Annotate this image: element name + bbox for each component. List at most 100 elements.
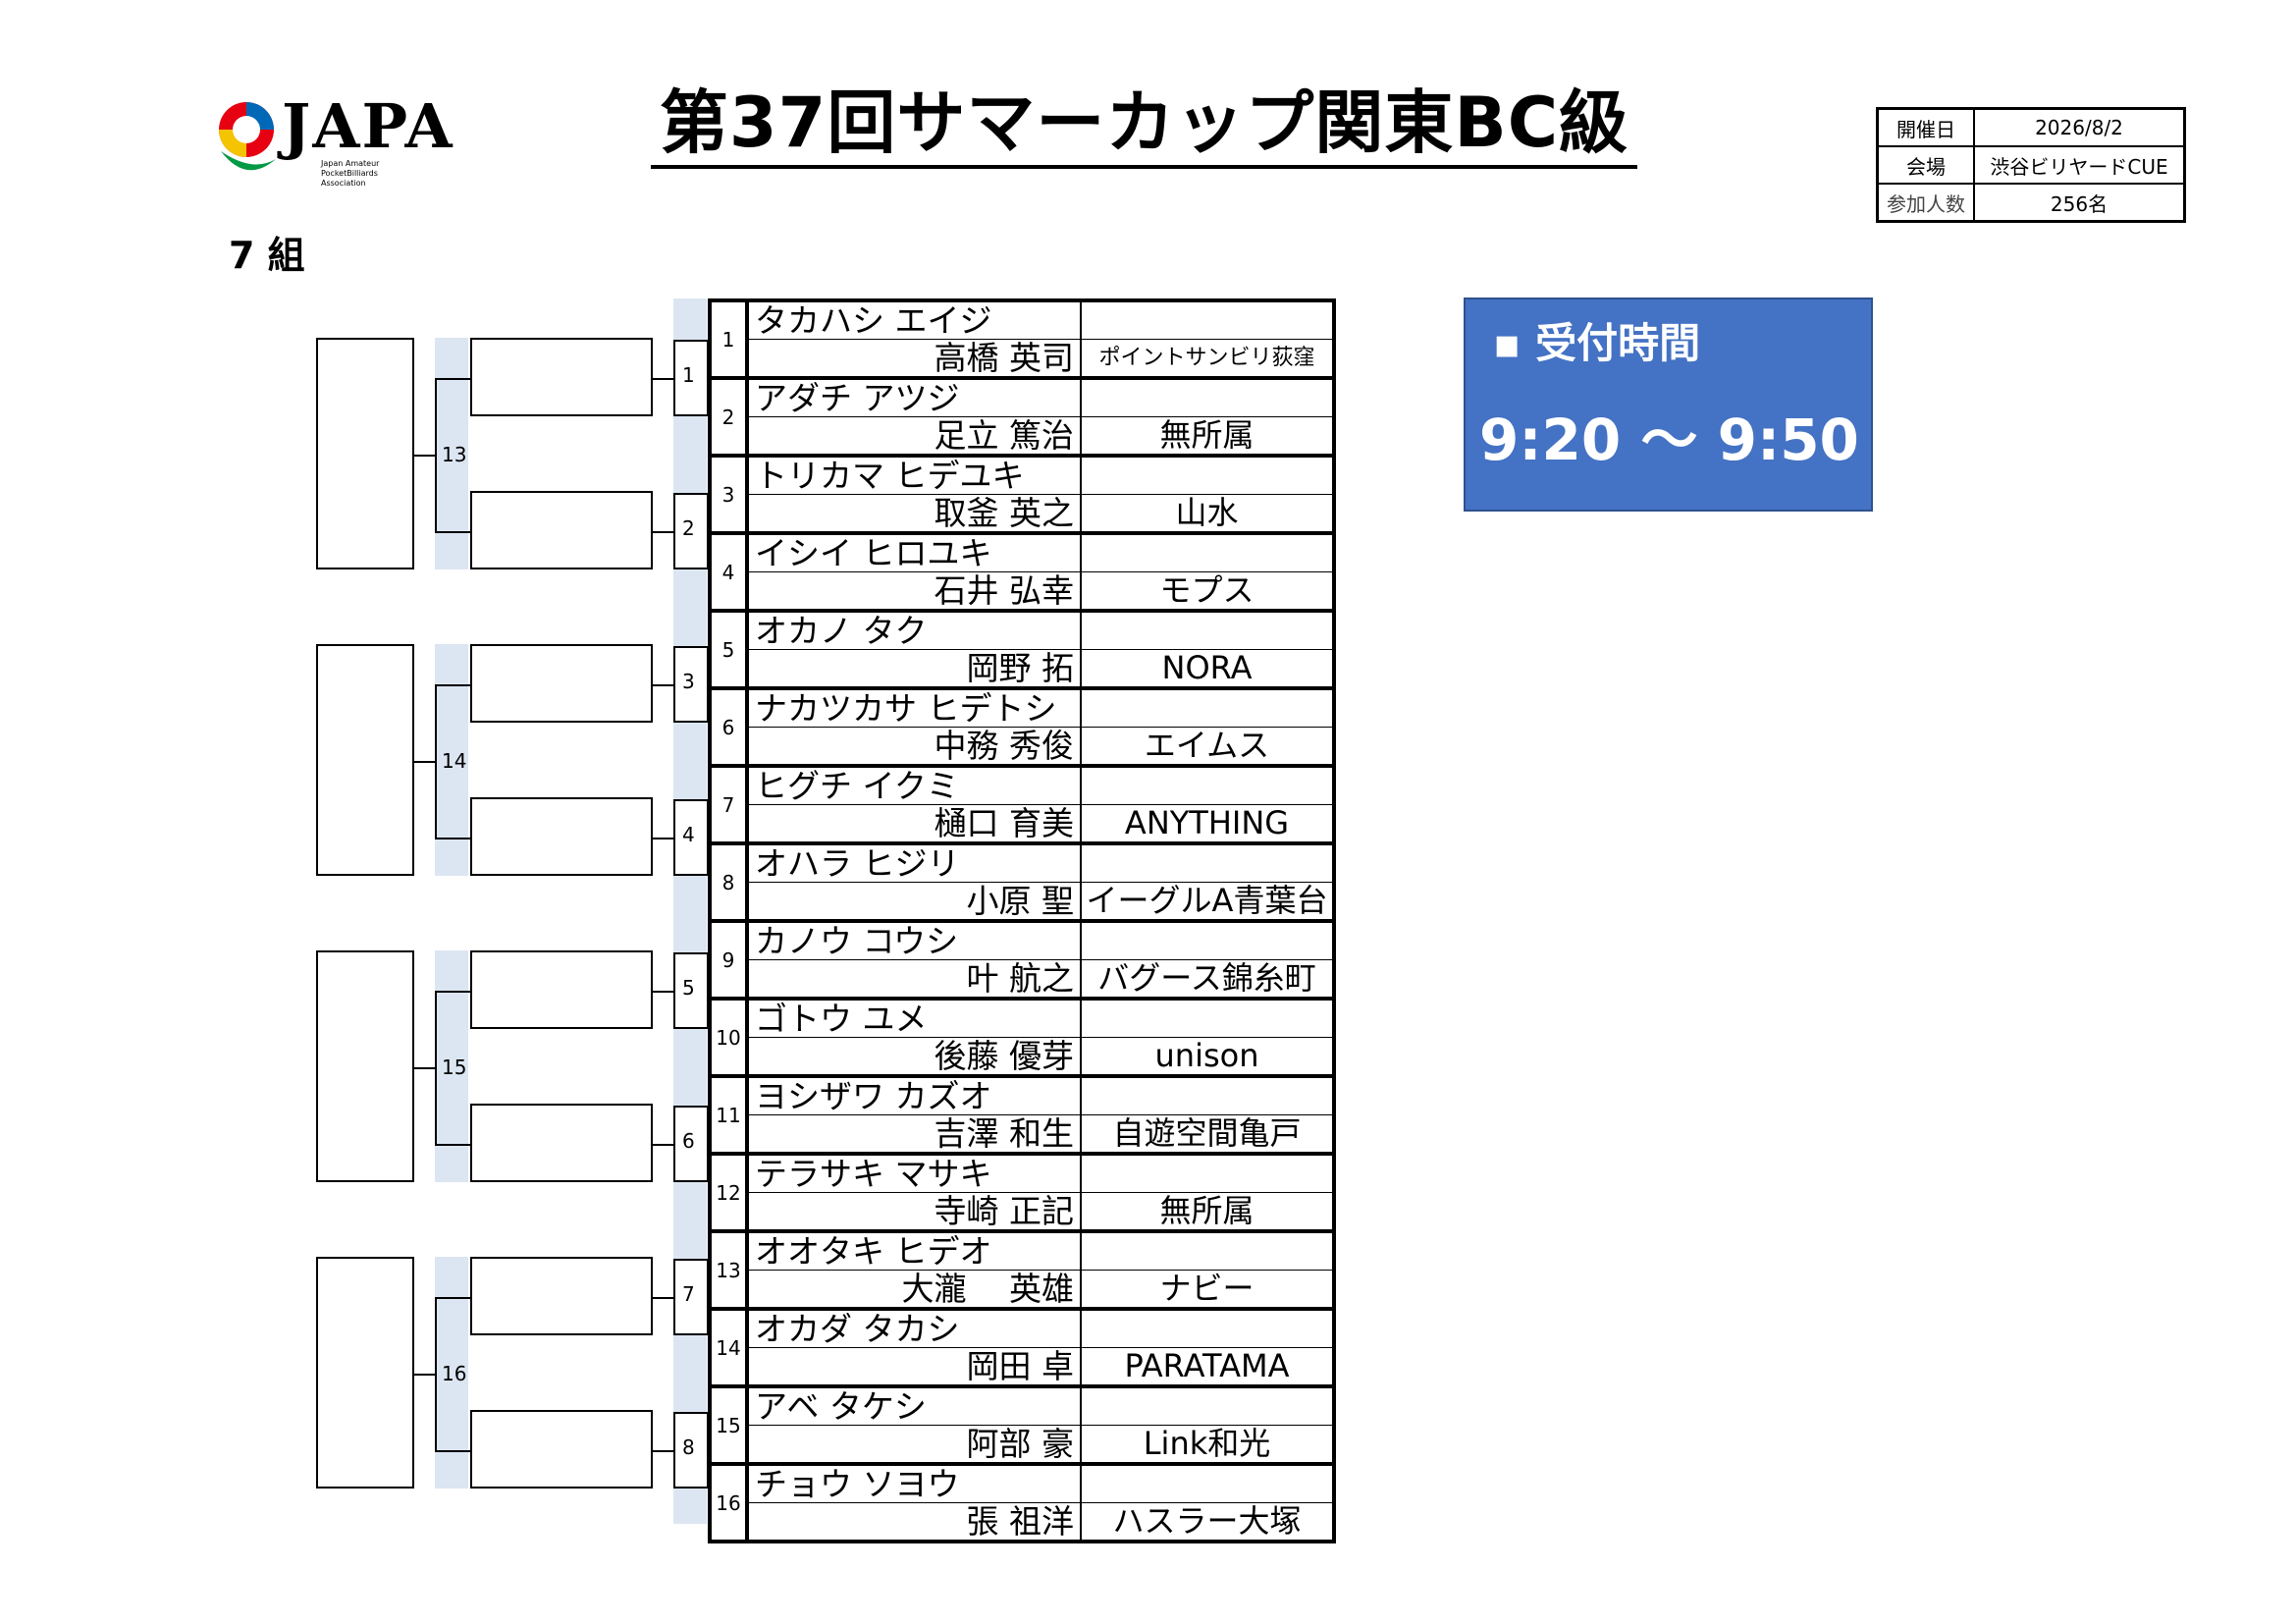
club-cell-empty — [1081, 378, 1334, 417]
entrant-number: 2 — [710, 378, 749, 458]
entrant-kana: ナカツカサ ヒデトシ — [747, 688, 1082, 728]
bracket-connector — [435, 838, 470, 839]
entrant-number: 15 — [710, 1386, 749, 1466]
round3-number: 15 — [442, 1056, 467, 1079]
reception-label: ▪ 受付時間 — [1493, 319, 1701, 367]
entrant-club: 無所属 — [1081, 416, 1334, 458]
bracket-connector — [435, 684, 437, 839]
entrant-name: 叶 航之 — [747, 959, 1082, 1001]
bracket-connector — [435, 684, 470, 686]
club-cell-empty — [1081, 843, 1334, 883]
club-cell-empty — [1081, 1309, 1334, 1348]
reception-time-box: ▪ 受付時間 9:20 〜 9:50 — [1464, 298, 1873, 512]
entrant-kana: チョウ ソヨウ — [747, 1464, 1082, 1503]
entrant-name: 小原 聖 — [747, 882, 1082, 923]
entrant-club: モプス — [1081, 571, 1334, 613]
round1-match-box — [673, 1412, 709, 1489]
club-cell-empty — [1081, 766, 1334, 805]
bracket-connector — [653, 1144, 673, 1146]
entrant-number: 12 — [710, 1154, 749, 1233]
entrant-number: 13 — [710, 1231, 749, 1311]
entrant-club: PARATAMA — [1081, 1347, 1334, 1388]
round2-match-box — [470, 797, 653, 876]
bracket-connector — [653, 1450, 673, 1452]
club-cell-empty — [1081, 1076, 1334, 1115]
bracket-connector — [412, 761, 435, 763]
info-row-venue: 会場 渋谷ビリヤードCUE — [1876, 145, 2186, 185]
club-cell-empty — [1081, 611, 1334, 650]
entrant-kana: テラサキ マサキ — [747, 1154, 1082, 1193]
entrant-club: 無所属 — [1081, 1192, 1334, 1233]
entrant-kana: オカダ タカシ — [747, 1309, 1082, 1348]
entrant-row-name: 吉澤 和生自遊空間亀戸 — [710, 1114, 1334, 1156]
club-cell-empty — [1081, 999, 1334, 1038]
bracket-connector — [435, 991, 437, 1146]
entrant-kana: オカノ タク — [747, 611, 1082, 650]
entrant-name: 石井 弘幸 — [747, 571, 1082, 613]
entrant-club: unison — [1081, 1037, 1334, 1078]
entrant-number: 9 — [710, 921, 749, 1001]
round3-match-box — [316, 1257, 414, 1489]
entrant-club: ハスラー大塚 — [1081, 1502, 1334, 1543]
entrant-club: エイムス — [1081, 727, 1334, 768]
entrant-club: ポイントサンビリ荻窪 — [1081, 339, 1334, 380]
info-row-date: 開催日 2026/8/2 — [1876, 107, 2186, 147]
entrant-name: 中務 秀俊 — [747, 727, 1082, 768]
entrant-number: 4 — [710, 533, 749, 613]
bracket-connector — [435, 991, 470, 993]
entrant-number: 3 — [710, 456, 749, 535]
bracket-connector — [653, 378, 673, 380]
entrant-club: 山水 — [1081, 494, 1334, 535]
round2-match-box — [470, 950, 653, 1029]
bracket-shade-r1 — [673, 298, 707, 1524]
entrant-name: 吉澤 和生 — [747, 1114, 1082, 1156]
entrant-club: Link和光 — [1081, 1425, 1334, 1466]
round2-number: 4 — [682, 823, 695, 846]
entrant-row-name: 石井 弘幸モプス — [710, 571, 1334, 613]
entrant-kana: アダチ アツジ — [747, 378, 1082, 417]
bracket-shade-r2 — [435, 338, 468, 569]
entrant-name: 張 祖洋 — [747, 1502, 1082, 1543]
entrant-number: 16 — [710, 1464, 749, 1543]
bracket-connector — [435, 1297, 437, 1452]
round3-match-box — [316, 644, 414, 876]
entrant-name: 取釜 英之 — [747, 494, 1082, 535]
japa-logo: JAPA Japan Amateur PocketBilliards Assoc… — [211, 90, 466, 189]
entrant-club: NORA — [1081, 649, 1334, 690]
entrant-club: 自遊空間亀戸 — [1081, 1114, 1334, 1156]
club-cell-empty — [1081, 921, 1334, 960]
round3-number: 13 — [442, 443, 467, 466]
bracket-connector — [412, 1374, 435, 1376]
bracket-shade-r2 — [435, 644, 468, 876]
entrant-club: ANYTHING — [1081, 804, 1334, 845]
entrant-name: 阿部 豪 — [747, 1425, 1082, 1466]
club-cell-empty — [1081, 533, 1334, 572]
entrant-row-name: 大瀧 英雄ナビー — [710, 1270, 1334, 1311]
bracket-connector — [435, 378, 437, 533]
round2-number: 8 — [682, 1435, 695, 1459]
entrant-row-name: 張 祖洋ハスラー大塚 — [710, 1502, 1334, 1543]
club-cell-empty — [1081, 1154, 1334, 1193]
round2-match-box — [470, 644, 653, 723]
bracket-connector — [653, 991, 673, 993]
entrant-kana: タカハシ エイジ — [747, 300, 1082, 340]
club-cell-empty — [1081, 1386, 1334, 1426]
entrant-kana: オハラ ヒジリ — [747, 843, 1082, 883]
entrant-number: 1 — [710, 300, 749, 380]
bracket-connector — [653, 1297, 673, 1299]
entrant-row-name: 高橋 英司ポイントサンビリ荻窪 — [710, 339, 1334, 380]
event-info-table: 開催日 2026/8/2 会場 渋谷ビリヤードCUE 参加人数 256名 — [1876, 107, 2186, 223]
